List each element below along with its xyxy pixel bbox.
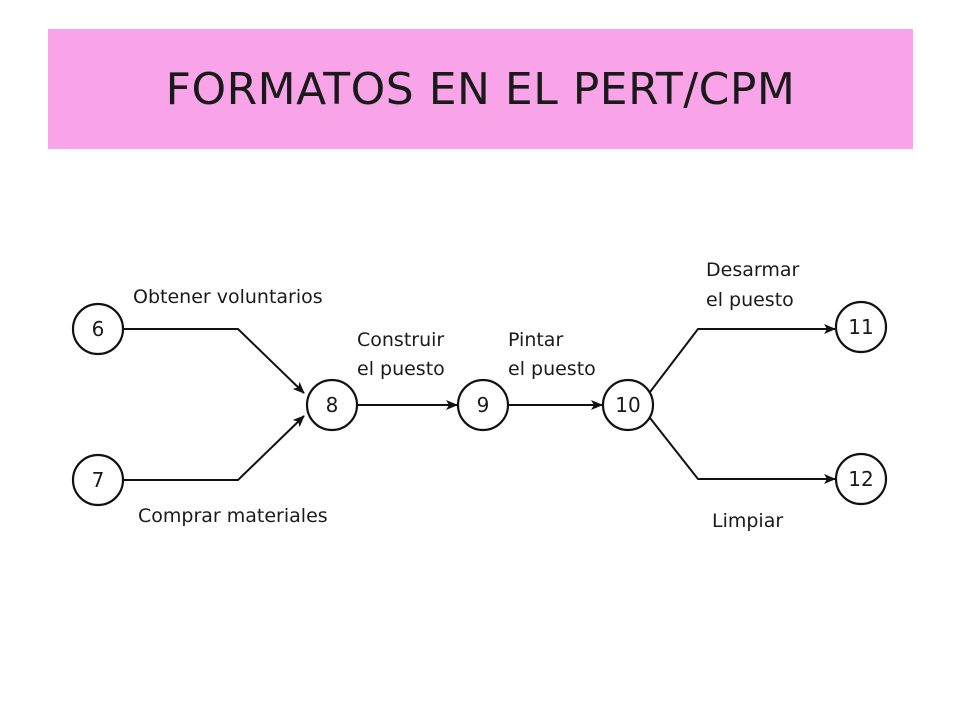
node-label: 6	[92, 317, 105, 341]
node-label: 10	[615, 393, 640, 417]
edge-arrow-10-12	[649, 417, 836, 484]
node-11: 11	[834, 300, 888, 354]
node-8: 8	[305, 378, 359, 432]
page-title: FORMATOS EN EL PERT/CPM	[165, 63, 796, 115]
node-label: 8	[326, 393, 339, 417]
node-circle	[601, 378, 655, 432]
edge-label-line: el puesto	[357, 358, 445, 380]
edge-label-line: el puesto	[706, 289, 794, 311]
node-label: 7	[92, 468, 105, 492]
node-circle	[305, 378, 359, 432]
edge-label-line: el puesto	[508, 358, 596, 380]
node-label: 12	[848, 467, 873, 491]
node-circle	[71, 453, 125, 507]
edge-arrow-10-11	[649, 324, 836, 393]
edge-label-line: Comprar materiales	[138, 505, 328, 527]
edge-label-line: Limpiar	[712, 510, 783, 532]
edge-label-line: Obtener voluntarios	[133, 286, 323, 308]
edge-label-line: Construir	[357, 329, 444, 351]
edge-arrow-6-8	[123, 328, 305, 394]
edge-label-line: Pintar	[508, 329, 563, 351]
node-9: 9	[456, 378, 510, 432]
edge-label-9-10: Pintar el puesto	[508, 329, 596, 380]
node-label: 11	[848, 315, 873, 339]
edge-label-8-9: Construir el puesto	[357, 329, 445, 380]
edge-label-line: Desarmar	[706, 259, 799, 281]
edge-arrow-7-8	[123, 415, 305, 481]
edge-label-6-8: Obtener voluntarios	[133, 286, 323, 308]
edges-layer	[123, 324, 836, 484]
node-circle	[834, 452, 888, 506]
node-7: 7	[71, 453, 125, 507]
node-circle	[834, 300, 888, 354]
edge-label-7-8: Comprar materiales	[138, 505, 328, 527]
node-6: 6	[71, 302, 125, 356]
nodes-layer: 6 7 8 9 10 11 12	[71, 300, 888, 507]
node-10: 10	[601, 378, 655, 432]
edge-label-10-11: Desarmar el puesto	[706, 259, 799, 311]
node-label: 9	[477, 393, 490, 417]
title-band: FORMATOS EN EL PERT/CPM	[48, 29, 913, 149]
edge-label-10-12: Limpiar	[712, 510, 783, 532]
node-12: 12	[834, 452, 888, 506]
node-circle	[71, 302, 125, 356]
node-circle	[456, 378, 510, 432]
